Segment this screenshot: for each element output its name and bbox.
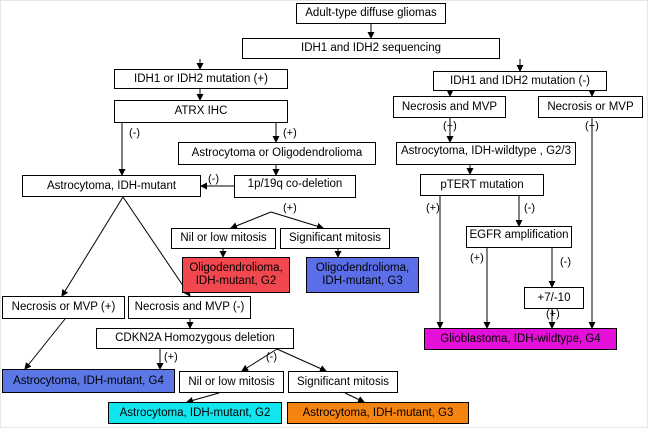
node-necrosis-or-mvp: Necrosis or MVP	[538, 96, 643, 118]
node-necrosis-and-mvp: Necrosis and MVP	[393, 96, 506, 118]
node-necrosis-and-mvp-negative: Necrosis and MVP (-)	[128, 296, 251, 319]
node-significant-mitosis-astro: Significant mitosis	[288, 371, 398, 393]
node-root: Adult-type diffuse gliomas	[296, 3, 446, 24]
node-nil-mitosis-astro: Nil or low mitosis	[179, 371, 284, 393]
node-necrosis-or-mvp-positive: Necrosis or MVP (+)	[2, 296, 125, 319]
node-egfr-amplification: EGFR amplification	[466, 226, 572, 248]
label-egfr-negative: (-)	[560, 256, 571, 268]
node-glioblastoma: Glioblastoma, IDH-wildtype, G4	[424, 328, 617, 350]
label-ptert-negative: (-)	[524, 202, 535, 214]
node-sequencing: IDH1 and IDH2 sequencing	[242, 38, 500, 59]
label-necrosis-or-positive: (+)	[585, 120, 599, 132]
node-mutation-positive: IDH1 or IDH2 mutation (+)	[114, 69, 288, 89]
node-astro-g4: Astrocytoma, IDH-mutant, G4	[2, 369, 175, 393]
node-chr7-10: +7/-10	[524, 287, 584, 309]
label-codeletion-positive: (+)	[283, 202, 297, 214]
node-oligo-g2: Oligodendrolioma, IDH-mutant, G2	[182, 257, 290, 293]
label-atrx-negative: (-)	[129, 127, 140, 139]
label-egfr-positive: (+)	[470, 252, 484, 264]
label-chr-positive: (+)	[546, 308, 560, 320]
node-ptert-mutation: pTERT mutation	[420, 174, 544, 196]
label-necrosis-and-positive: (+)	[443, 120, 457, 132]
node-astro-idh-mutant: Astrocytoma, IDH-mutant	[22, 175, 201, 197]
node-astro-or-oligo: Astrocytoma or Oligodendrolioma	[178, 142, 376, 165]
node-cdkn2a-deletion: CDKN2A Homozygous deletion	[96, 328, 294, 349]
node-1p19q-codeletion: 1p/19q co-deletion	[234, 175, 356, 198]
label-cdkn2a-negative: (-)	[266, 351, 277, 363]
node-nil-mitosis-oligo: Nil or low mitosis	[171, 228, 276, 249]
node-astro-g3: Astrocytoma, IDH-mutant, G3	[287, 402, 469, 424]
node-atrx-ihc: ATRX IHC	[114, 100, 288, 123]
label-atrx-positive: (+)	[283, 127, 297, 139]
label-cdkn2a-positive: (+)	[164, 351, 178, 363]
node-oligo-g3: Oligodendrolioma, IDH-mutant, G3	[306, 257, 419, 293]
node-astro-idh-wildtype: Astrocytoma, IDH-wildtype , G2/3	[396, 142, 576, 165]
node-astro-g2: Astrocytoma, IDH-mutant, G2	[108, 402, 282, 424]
node-significant-mitosis-oligo: Significant mitosis	[280, 228, 390, 249]
node-mutation-negative: IDH1 and IDH2 mutation (-)	[433, 71, 607, 91]
label-ptert-positive: (+)	[426, 202, 440, 214]
label-codeletion-negative: (-)	[208, 173, 219, 185]
